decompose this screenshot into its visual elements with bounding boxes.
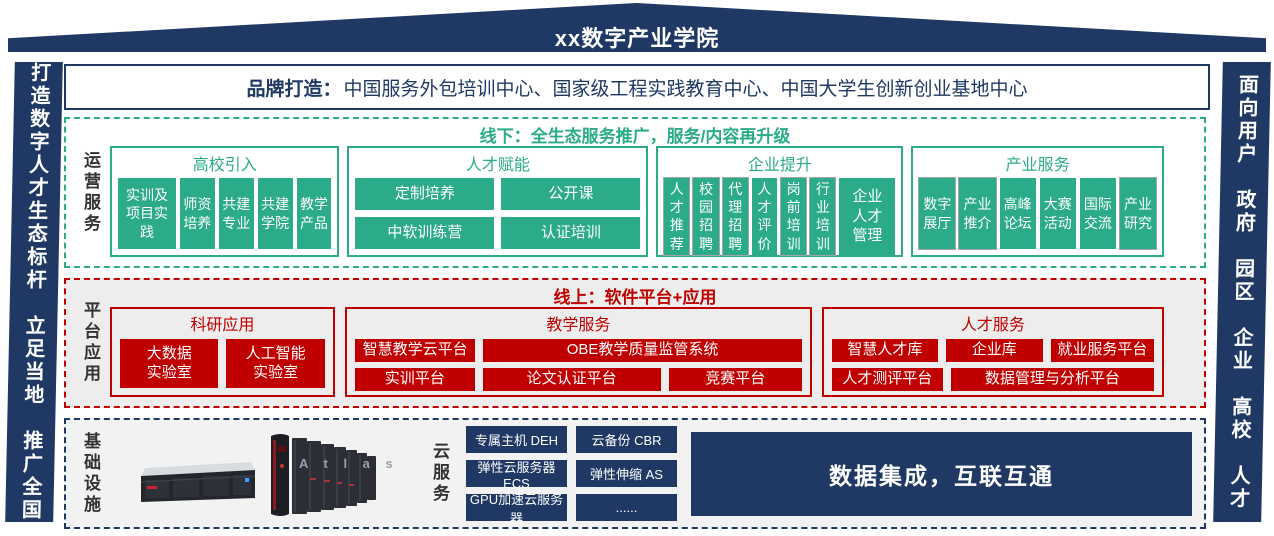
ops-item: 代理招聘 [721,177,749,256]
cloud-services-grid: 专属主机 DEH 云备份 CBR 弹性云服务器 ECS 弹性伸缩 AS GPU加速云服务… [466,426,677,526]
platform-item: 智慧教学云平台 [354,339,476,362]
ops-item: 共建专业 [218,178,254,249]
ops-item: 定制培养 [355,178,495,210]
ops-item: 认证培训 [501,217,641,249]
brand-banner: 品牌打造： 中国服务外包培训中心、国家级工程实践教育中心、中国大学生创新创业基地… [64,64,1210,110]
ops-item: 校园招聘 [692,177,720,256]
platform-item: 就业服务平台 [1050,339,1154,362]
ops-item: 教学产品 [296,178,332,249]
ops-group-title: 人才赋能 [465,157,530,174]
ops-item: 人才推荐 [663,177,691,256]
ops-item: 数字展厅 [918,177,957,250]
infrastructure-row: 基础设施 [76,420,1194,527]
platform-item: 论文认证平台 [482,367,661,391]
server-images: A t l a s [121,424,401,524]
ops-item: 大赛活动 [1039,178,1076,249]
cloud-service-item: 弹性伸缩 AS [576,460,677,487]
platform-item: 人才测评平台 [831,367,943,391]
ops-group-title: 高校引入 [192,157,257,174]
operations-side-label: 运营服务 [81,150,100,235]
ops-item: 人才评价 [751,178,778,255]
cloud-service-item: GPU加速云服务器 [466,492,567,526]
infrastructure-section: 基础设施 [64,418,1206,529]
platform-group-title: 人才服务 [960,317,1025,334]
right-sidebar: 面向用户 政府 园区 企业 高校 人才 [1213,62,1271,522]
platform-groups: 科研应用大数据实验室人工智能实验室 教学服务智慧教学云平台 OBE教学质量监管系统实… [110,307,1164,397]
operations-title: 线下：全生态服务推广，服务/内容再升级 [479,127,791,146]
atlas-server-icon: A t l a s [271,433,393,516]
ops-group-title: 产业服务 [1005,157,1070,174]
platform-group-0: 科研应用大数据实验室人工智能实验室 [110,307,335,397]
ops-group-0: 高校引入实训及项目实践师资培养共建专业共建学院教学产品 [110,146,340,257]
page-title: xx数字产业学院 [554,26,720,51]
ops-item: 实训及项目实践 [118,178,176,249]
ops-item: 国际交流 [1079,178,1116,249]
cloud-service-item: ...... [576,494,677,521]
platform-item: 企业库 [945,339,1043,362]
ops-item: 公开课 [501,178,641,210]
platform-group-title: 科研应用 [190,317,255,334]
platform-group-title: 教学服务 [546,317,611,334]
ops-group-3: 产业服务数字展厅产业推介高峰论坛大赛活动国际交流产业研究 [911,146,1164,257]
brand-text: 中国服务外包培训中心、国家级工程实践教育中心、中国大学生创新创业基地中心 [343,78,1028,100]
svg-text:A t l a s: A t l a s [299,456,393,471]
ops-group-2: 企业提升人才推荐校园招聘代理招聘人才评价岗前培训行业培训企业人才管理 [656,146,904,257]
platform-item: 智慧人才库 [831,339,938,362]
ops-item: 企业人才管理 [839,178,896,255]
top-banner: xx数字产业学院 [8,3,1266,52]
platform-group-1: 教学服务智慧教学云平台 OBE教学质量监管系统实训平台论文认证平台竞赛平台 [344,307,812,397]
data-integration-banner: 数据集成，互联互通 [691,431,1192,516]
cloud-service-item: 云备份 CBR [576,426,677,453]
platform-section: 线上：软件平台+应用 平台应用 科研应用大数据实验室人工智能实验室教学服务智慧教… [64,278,1206,408]
ops-item: 共建学院 [257,178,293,249]
cloud-services-label: 云服务 [430,442,449,505]
cloud-service-item: 弹性云服务器 ECS [466,460,567,491]
left-sidebar: 打造数字人才生态标杆 立足当地 推广全国 [5,62,63,522]
platform-title: 线上：软件平台+应用 [553,288,717,307]
operations-section: 线下：全生态服务推广，服务/内容再升级 运营服务 高校引入实训及项目实践师资培养… [64,117,1206,268]
platform-item: 数据管理与分析平台 [950,367,1154,391]
left-sidebar-text: 打造数字人才生态标杆 立足当地 推广全国 [18,62,50,522]
ops-group-title: 企业提升 [747,157,812,174]
ops-group-1: 人才赋能定制培养公开课中软训练营认证培训 [347,146,649,257]
platform-item: OBE教学质量监管系统 [483,339,802,362]
platform-side-label: 平台应用 [81,301,100,385]
ops-item: 产业推介 [958,177,997,250]
infrastructure-side-label: 基础设施 [81,431,100,516]
platform-item: 大数据实验室 [120,339,219,388]
platform-item: 人工智能实验室 [226,339,325,388]
ops-item: 产业研究 [1118,177,1158,250]
operations-groups: 高校引入实训及项目实践师资培养共建专业共建学院教学产品人才赋能定制培养公开课中软… [110,146,1164,257]
ops-item: 高峰论坛 [999,178,1036,249]
ops-item: 师资培养 [180,178,215,249]
ops-item: 行业培训 [809,177,837,256]
platform-item: 实训平台 [354,367,475,391]
rack-server-icon [140,461,256,502]
cloud-service-item: 专属主机 DEH [466,426,567,453]
platform-group-2: 人才服务智慧人才库企业库就业服务平台人才测评平台数据管理与分析平台 [821,307,1164,397]
platform-item: 竞赛平台 [668,367,802,391]
right-sidebar-text: 面向用户 政府 园区 企业 高校 人才 [1226,73,1258,511]
ops-item: 中软训练营 [355,217,495,249]
ops-item: 岗前培训 [780,177,808,256]
brand-label: 品牌打造： [246,78,342,100]
